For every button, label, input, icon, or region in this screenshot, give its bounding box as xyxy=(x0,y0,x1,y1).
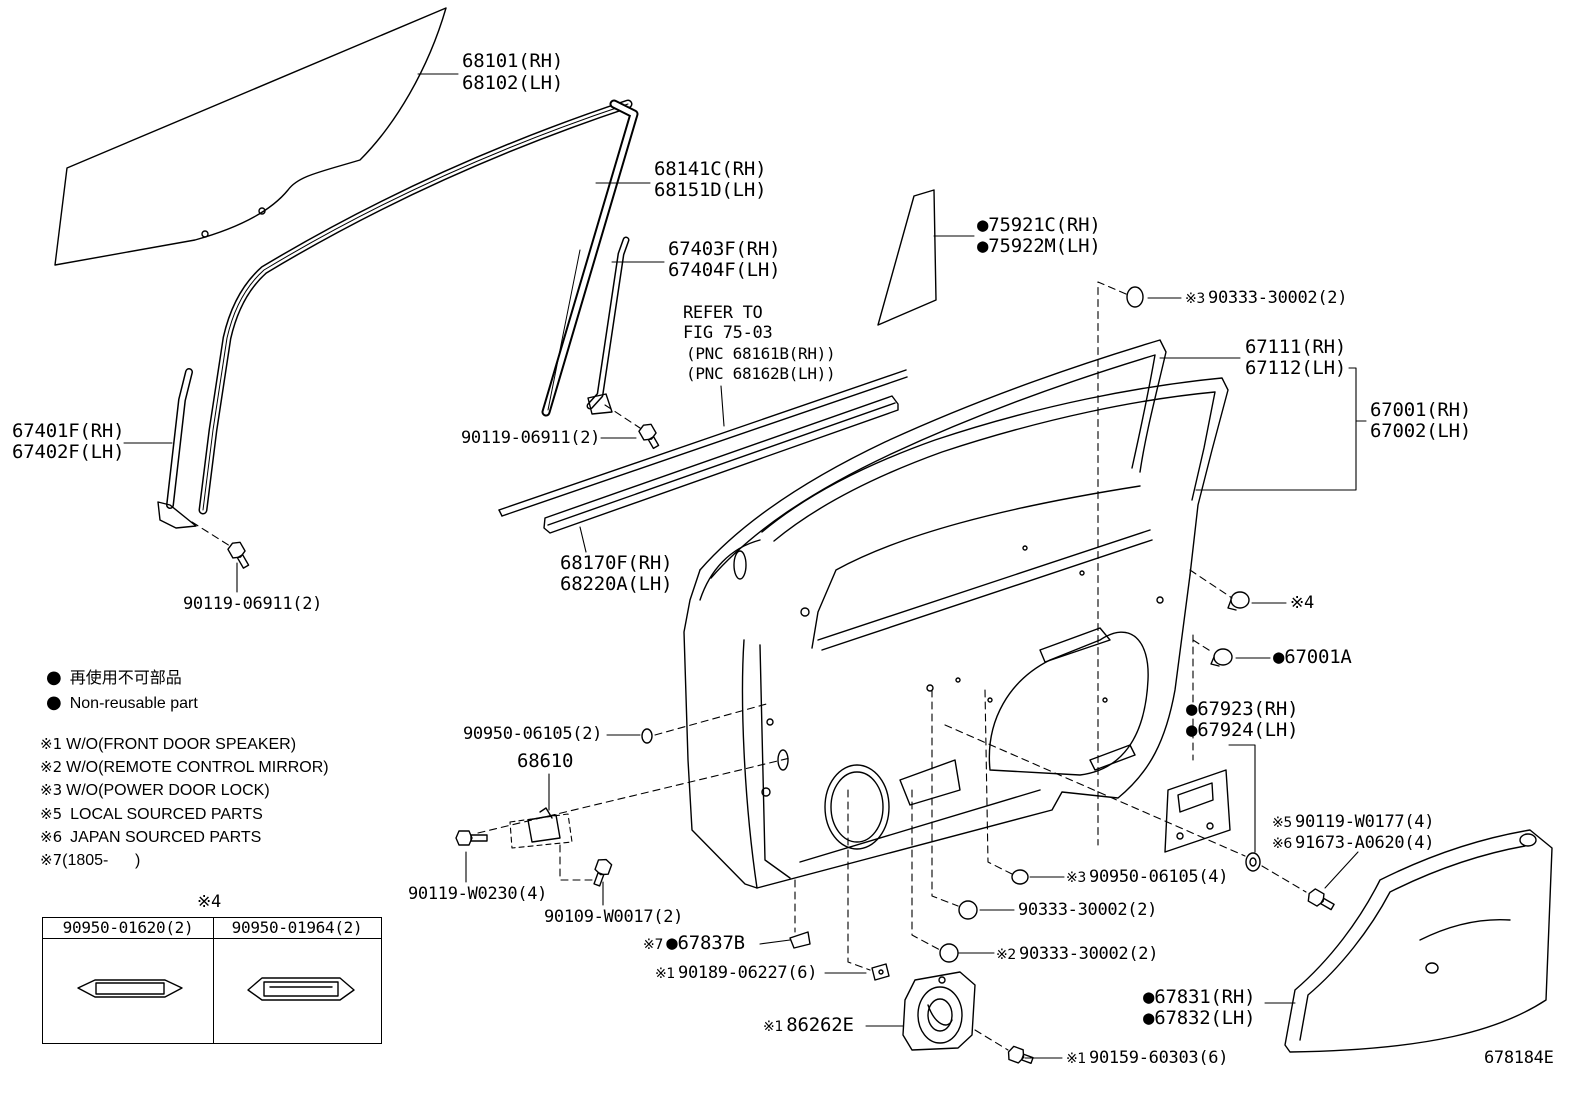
label-hole-plug-front: 90950-06105(2) xyxy=(463,724,603,744)
label-garnish-rh: ●75921C(RH) xyxy=(977,214,1101,236)
clip-icon xyxy=(1227,591,1250,611)
legend-note: ※7(1805- ) xyxy=(40,851,141,869)
grommet xyxy=(1245,852,1261,872)
pillar-garnish xyxy=(877,189,937,326)
label-weatherstrip-lh: 67112(LH) xyxy=(1245,357,1347,379)
label-weatherstrip-rh: 67111(RH) xyxy=(1245,336,1347,358)
label-frame-rh: 68141C(RH) xyxy=(654,158,767,180)
label-panel-plug: ●67001A xyxy=(1273,646,1352,668)
label-rear-channel-rh: 67403F(RH) xyxy=(668,238,781,260)
label-front-channel-bolt: 90119-06911(2) xyxy=(183,594,323,614)
label-rear-channel-bolt: 90119-06911(2) xyxy=(461,428,601,448)
hole-plug-icon xyxy=(1126,286,1144,308)
label-belt-moulding-rh: 68170F(RH) xyxy=(560,552,673,574)
label-lower-seal: ※7●67837B xyxy=(643,932,745,954)
legend-non-reusable-en: ●Non-reusable part xyxy=(46,692,198,713)
belt-moulding-outer xyxy=(498,369,908,517)
label-refer-2: FIG 75-03 xyxy=(683,323,773,343)
service-opening xyxy=(988,631,1149,776)
bolt-icon xyxy=(455,830,488,846)
label-refer-1: REFER TO xyxy=(683,303,763,323)
door-hole-cover xyxy=(1284,829,1553,1053)
label-frame-lh: 68151D(LH) xyxy=(654,179,767,201)
door-frame-upper-channel xyxy=(198,99,639,515)
bolt-icon xyxy=(227,541,250,569)
label-glass-lh: 68102(LH) xyxy=(462,72,564,94)
label-clip-ref: ※4 xyxy=(1290,593,1314,613)
window-regulator xyxy=(509,807,573,849)
door-panel xyxy=(699,377,1229,889)
hole-plug-icon xyxy=(641,728,653,744)
hole-plug-icon xyxy=(939,943,959,963)
clip-table-header: 90950-01964(2) xyxy=(213,918,381,939)
front-door-glass xyxy=(54,7,447,266)
clip-table: 90950-01620(2) 90950-01964(2) xyxy=(42,917,382,1044)
label-hole-cover-rh: ●67831(RH) xyxy=(1143,986,1256,1008)
label-hole-cover-lh: ●67832(LH) xyxy=(1143,1007,1256,1029)
label-service-cover-lh: ●67924(LH) xyxy=(1186,719,1299,741)
label-rear-channel-lh: 67404F(LH) xyxy=(668,259,781,281)
legend-non-reusable-jp: ●再使用不可部品 xyxy=(46,667,182,688)
hole-plug-icon xyxy=(1011,869,1029,885)
label-service-cover-rh: ●67923(RH) xyxy=(1186,698,1299,720)
label-front-channel-rh: 67401F(RH) xyxy=(12,420,125,442)
label-window-regulator: 68610 xyxy=(517,750,574,772)
clip-table-header: 90950-01620(2) xyxy=(43,918,213,939)
label-door-panel-lh: 67002(LH) xyxy=(1370,420,1472,442)
label-refer-3: (PNC 68161B(RH)) xyxy=(686,344,836,363)
label-refer-4: (PNC 68162B(LH)) xyxy=(686,364,836,383)
belt-moulding xyxy=(543,395,899,534)
leader-lines xyxy=(123,73,1367,1059)
speaker xyxy=(902,971,976,1051)
clip-90950-01620-icon xyxy=(77,979,183,998)
front-run-channel xyxy=(157,368,197,529)
plug-icon xyxy=(1210,648,1233,667)
label-garnish-lh: ●75922M(LH) xyxy=(977,235,1101,257)
label-regulator-bolt-lower: 90109-W0017(2) xyxy=(544,907,684,927)
seal-icon xyxy=(789,931,811,949)
service-hole-cover xyxy=(1164,769,1231,853)
hole-plug-icon xyxy=(958,900,978,920)
label-hole-plug-middle: 90333-30002(2) xyxy=(1018,900,1158,920)
clip-table-title: ※4 xyxy=(197,892,221,912)
clip-table-divider xyxy=(213,918,214,1043)
screw-clip-icon xyxy=(871,963,890,981)
clip-90950-01964-icon xyxy=(247,977,355,1001)
assembly-lines xyxy=(191,281,1307,1051)
bullet-icon: ● xyxy=(46,667,62,688)
bolt-icon xyxy=(1007,1045,1034,1064)
label-belt-moulding-lh: 68220A(LH) xyxy=(560,573,673,595)
rear-run-channel xyxy=(586,236,630,415)
bolt-icon xyxy=(638,423,660,450)
speaker-opening xyxy=(824,764,890,850)
label-front-channel-lh: 67402F(LH) xyxy=(12,441,125,463)
label-door-panel-rh: 67001(RH) xyxy=(1370,399,1472,421)
label-glass-rh: 68101(RH) xyxy=(462,50,564,72)
bolt-icon xyxy=(1307,888,1335,911)
bullet-icon: ● xyxy=(46,692,62,713)
bolt-icon xyxy=(593,858,613,887)
label-regulator-bolt: 90119-W0230(4) xyxy=(408,884,548,904)
diagram-id: 678184E xyxy=(1484,1048,1554,1068)
